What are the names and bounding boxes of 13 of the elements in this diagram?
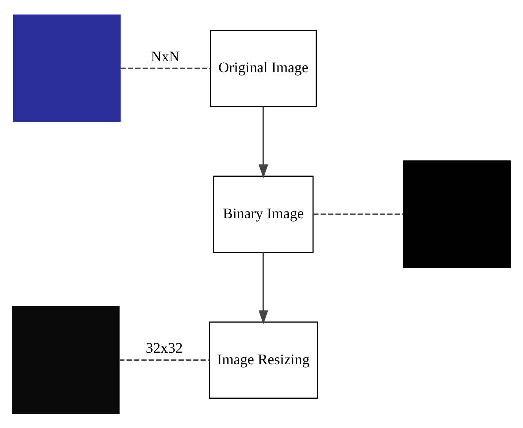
connector: [120, 67, 211, 69]
arrow: [258, 252, 268, 324]
node-box: [12, 306, 120, 414]
connector: [119, 359, 210, 361]
node-box: Binary Image: [213, 175, 314, 253]
edge-label: 32x32: [146, 340, 184, 357]
arrow: [258, 106, 268, 178]
node-box: Image Resizing: [209, 321, 318, 398]
edge-label: NxN: [151, 48, 180, 65]
connector: [314, 213, 404, 215]
node-box: [13, 14, 121, 122]
node-box: [403, 160, 511, 268]
node-box: Original Image: [210, 30, 317, 107]
